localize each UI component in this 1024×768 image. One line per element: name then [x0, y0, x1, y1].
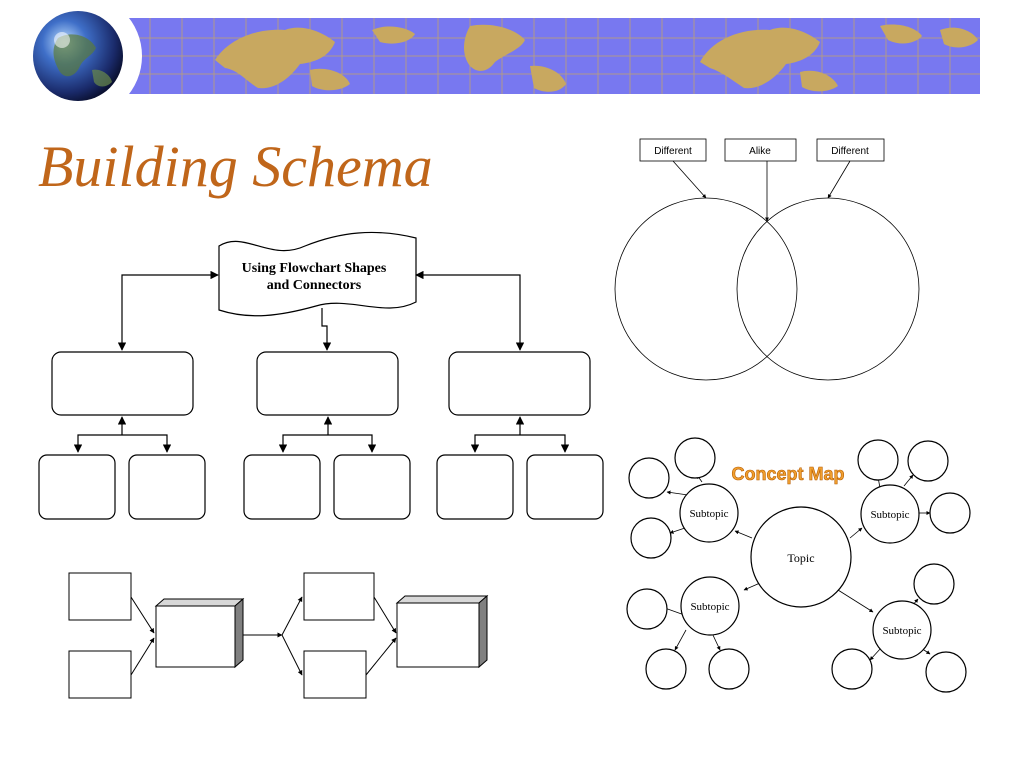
- leaf-node: [907, 440, 949, 482]
- process-flow-arrows: [130, 596, 397, 676]
- header-banner: [18, 0, 980, 110]
- level-1-box: [448, 351, 591, 416]
- globe-land: [92, 69, 112, 87]
- level-2-box: [38, 454, 116, 520]
- globe-highlight: [54, 32, 70, 48]
- process-block: [396, 602, 480, 668]
- level-2-box: [333, 454, 411, 520]
- venn-diagram: Different Alike Different: [614, 138, 920, 381]
- leaf-node: [929, 492, 971, 534]
- topic-label: Topic: [787, 551, 814, 565]
- level-2-box: [526, 454, 604, 520]
- process-flow-diagram: [68, 572, 489, 699]
- flowchart-header-line-1: Using Flowchart Shapes: [242, 261, 387, 276]
- venn-label-left: Different: [654, 146, 692, 157]
- venn-label-box-middle: [724, 138, 797, 162]
- concept-map: Concept Map: [626, 437, 971, 693]
- subtopic-node: [872, 600, 932, 660]
- flowchart-boxes: [38, 351, 604, 520]
- level-1-box: [256, 351, 399, 416]
- leaf-node: [645, 648, 687, 690]
- process-block-side: [478, 594, 488, 669]
- output-box: [303, 572, 375, 621]
- process-block-top: [395, 595, 489, 604]
- map-land: [215, 24, 978, 92]
- venn-circle-left: [614, 197, 798, 381]
- flowchart-connectors: [73, 270, 570, 453]
- subtopic-label: Subtopic: [690, 601, 729, 613]
- leaf-node: [628, 457, 670, 499]
- flowchart-header-shape: Using Flowchart Shapes and Connectors: [218, 231, 417, 317]
- subtopic-node: [680, 576, 740, 636]
- subtopic-node: [679, 483, 739, 543]
- leaf-node: [925, 651, 967, 693]
- venn-label-middle: Alike: [749, 146, 771, 157]
- venn-label-box-right: [816, 138, 885, 162]
- level-2-box: [243, 454, 321, 520]
- input-box: [68, 572, 132, 621]
- topic-node: [750, 506, 852, 608]
- level-1-box: [51, 351, 194, 416]
- leaf-node: [831, 648, 873, 690]
- input-box: [68, 650, 132, 699]
- venn-label-right: Different: [831, 146, 869, 157]
- subtopic-label: Subtopic: [882, 625, 921, 637]
- slide-title: Building Schema: [38, 134, 433, 199]
- subtopic-node: [860, 484, 920, 544]
- process-block: [155, 605, 236, 668]
- concept-map-title: Concept Map: [731, 464, 844, 484]
- leaf-node: [708, 648, 750, 690]
- output-box: [303, 650, 367, 699]
- subtopic-label: Subtopic: [870, 509, 909, 521]
- leaf-node: [674, 437, 716, 479]
- level-2-box: [128, 454, 206, 520]
- leaf-node: [630, 517, 672, 559]
- level-2-box: [436, 454, 514, 520]
- subtopic-label: Subtopic: [689, 508, 728, 520]
- process-block-top: [154, 598, 245, 607]
- leaf-node: [857, 439, 899, 481]
- leaf-node: [913, 563, 955, 605]
- flowchart-header-line-2: and Connectors: [267, 278, 362, 293]
- leaf-node: [626, 588, 668, 630]
- venn-circle-right: [736, 197, 920, 381]
- process-block-side: [234, 597, 244, 669]
